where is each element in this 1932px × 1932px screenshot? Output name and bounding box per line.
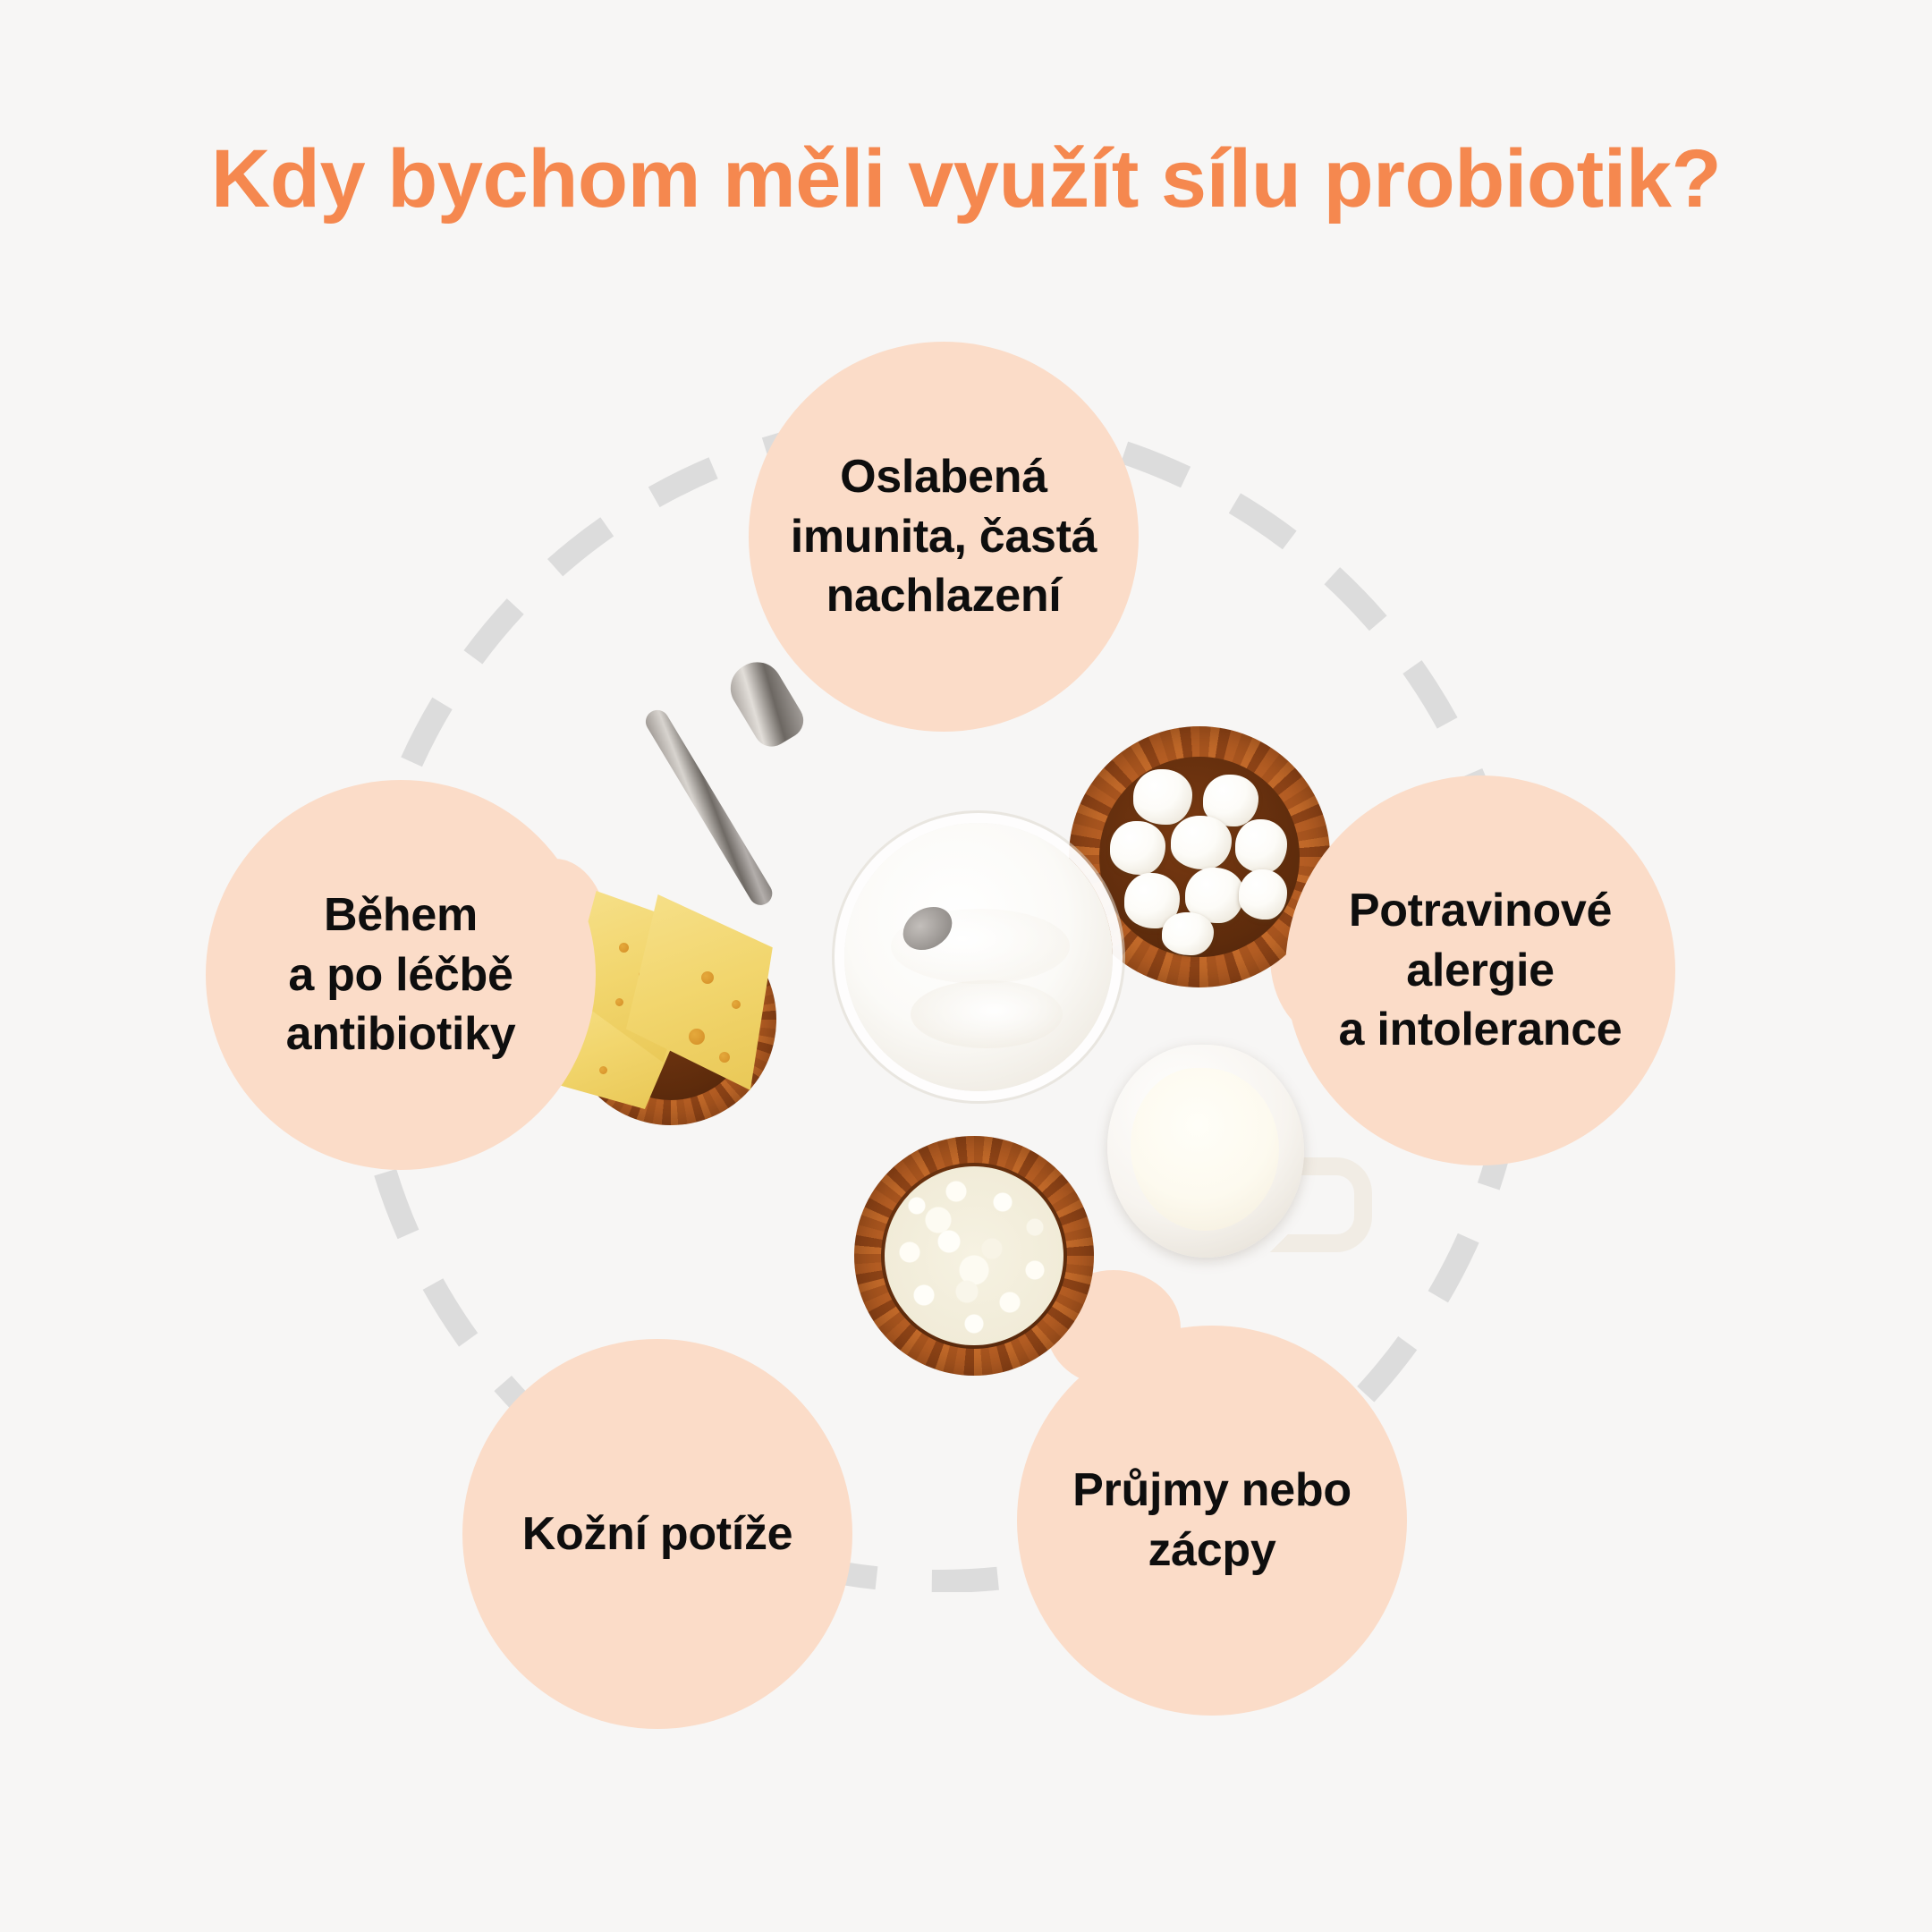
yogurt-cup-with-spoon [641,652,1113,1091]
bubble-label: Kožní potíže [521,1507,793,1560]
yogurt-swirl [911,980,1063,1048]
bubble-label: Průjmy nebo zácpy [1072,1464,1352,1576]
milk-pitcher [1107,1045,1372,1265]
bubble-label: Během a po léčbě antibiotiky [285,889,516,1061]
bubble-skin-problems[interactable]: Kožní potíže [462,1339,852,1729]
milk-liquid [1131,1068,1279,1231]
bubble-food-allergies[interactable]: Potravinové alergie a intolerance [1285,775,1675,1165]
bubble-label: Potravinové alergie a intolerance [1338,885,1623,1056]
bubble-weakened-immunity[interactable]: Oslabená imunita, častá nachlazení [749,342,1139,732]
bubble-label: Oslabená imunita, častá nachlazení [790,451,1097,623]
page-title: Kdy bychom měli využít sílu probiotik? [210,133,1722,225]
cottage-cheese-in-wooden-bowl [854,1136,1094,1376]
spoon-head [721,652,810,754]
bubble-antibiotics[interactable]: Během a po léčbě antibiotiky [206,780,596,1170]
bubble-diarrhea-constipation[interactable]: Průjmy nebo zácpy [1017,1326,1407,1716]
cottage-cheese-curds [885,1166,1063,1345]
